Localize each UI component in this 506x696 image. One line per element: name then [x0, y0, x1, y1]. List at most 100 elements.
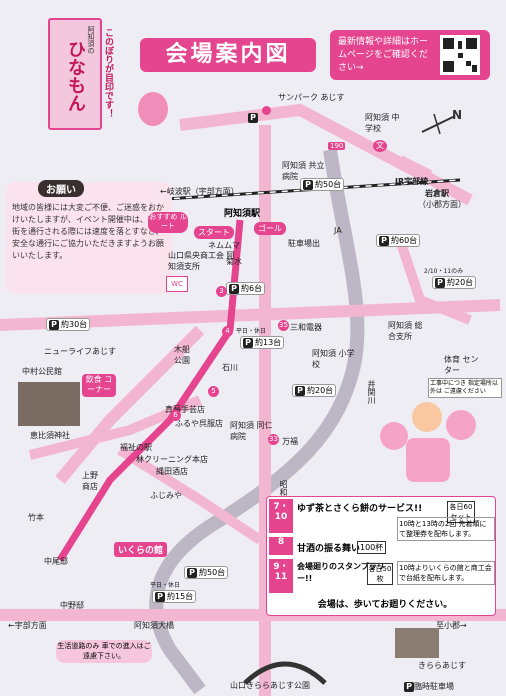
route-190-badge: 190 — [328, 142, 346, 150]
parking-capacity: 約6台 — [241, 284, 263, 293]
place-ueno: 上野 商店 — [82, 471, 98, 491]
banner-subtitle: 阿知須の — [87, 26, 95, 54]
parking-icon: P — [229, 283, 239, 294]
mascot — [138, 92, 168, 126]
notice-box: お願い 地域の皆様には大変ご不便、ご迷惑をおかけいたしますが、イベント開催中は、… — [6, 180, 172, 294]
event-1-title: ゆず茶とさくら餅のサービス!! — [297, 504, 423, 514]
place-fukushi: 福祉の駅 — [120, 443, 152, 452]
construction-note: 工事中につき 指定場所以外は ご遠慮ください — [428, 378, 502, 398]
route-marker: 5 — [208, 386, 219, 397]
parking-capacity: 約13台 — [255, 338, 282, 347]
notice-body: 地域の皆様には大変ご不便、ご迷惑をおかけいたしますが、イベント開催中は、商店街を… — [12, 203, 164, 260]
event-2-date: 8 — [269, 537, 293, 555]
parking-capacity: 約15台 — [167, 592, 194, 601]
parking-capacity: 約50台 — [199, 568, 226, 577]
events-box: 7・10 ゆず茶とさくら餅のサービス!! 各日60セット 10時と13時の2回 … — [266, 496, 496, 616]
parking-icon: P — [155, 591, 165, 602]
place-junior-high: 阿知須 中学校 — [365, 113, 400, 133]
place-kirara: きららあじす — [418, 661, 466, 670]
parking-icon: P — [49, 319, 59, 330]
place-ube-dir: ←宇部方面 — [8, 621, 47, 630]
place-es: 阿知須 小学校 — [312, 349, 355, 369]
street-showa: 昭和通 — [279, 480, 288, 504]
qr-code-icon[interactable] — [440, 35, 480, 75]
start-badge: スタート — [194, 226, 234, 239]
parking-capacity: 約60台 — [391, 236, 418, 245]
place-kiba: 木船 公園 — [174, 345, 190, 365]
route-marker: 4 — [222, 326, 233, 337]
parking-icon: P — [303, 179, 313, 190]
place-ogori-dir: 至小郡→ — [436, 621, 467, 630]
family-illustration — [376, 400, 486, 484]
place-parking-lot: 駐車場出 — [288, 239, 320, 248]
place-nakao: 中尾邸 — [44, 557, 68, 566]
place-takemoto: 竹本 — [28, 513, 44, 522]
place-sanwa: 三和電器 — [290, 323, 322, 332]
parking-capacity: 約50台 — [315, 180, 342, 189]
parking-note: 平日・休日 — [236, 328, 267, 335]
info-box: 最新情報や詳細はホームページをご確認ください→ — [330, 30, 490, 80]
event-3-desc: 10時よりいくらの館と商工会で台紙を配布します。 — [397, 561, 495, 585]
place-iwakura: 岩倉駅 — [425, 189, 449, 198]
sunpark-marker — [262, 106, 271, 115]
parking-icon: P — [295, 385, 305, 396]
place-ishikawa: 石川 — [222, 363, 238, 372]
place-sunpark: サンパーク あじす — [278, 93, 345, 102]
place-shokoukai: 山口県央商工会 阿知須支所 — [168, 251, 235, 271]
goal-badge: ゴール — [254, 222, 286, 235]
recommend-route-badge: おすすめ ルート — [148, 212, 188, 233]
info-text: 最新情報や詳細はホームページをご確認ください→ — [338, 37, 429, 73]
parking-icon: P — [187, 567, 197, 578]
kirara-photo — [395, 628, 439, 658]
place-manpuku: 万福 — [282, 437, 298, 446]
place-nakamura: 中村公民館 — [22, 367, 62, 376]
place-kikumizu: 菊水 — [226, 257, 242, 266]
place-ikura: いくらの館 — [114, 542, 168, 557]
walk-note: 会場は、歩いてお廻りください。 — [317, 600, 453, 610]
event-2-qty: 100杯 — [357, 541, 387, 554]
parking-icon: P — [243, 337, 253, 348]
nobori-banner: 阿知須の ひなもん — [48, 18, 102, 130]
map-title: 会場案内図 — [140, 38, 316, 72]
kirara-dome-icon — [243, 661, 327, 685]
event-1-date: 7・10 — [269, 499, 293, 533]
place-nemuma: ネムムマ — [208, 241, 240, 250]
parking-note: 2/10・11のみ — [424, 268, 464, 275]
notice-title: お願い — [38, 180, 84, 197]
river — [149, 148, 365, 695]
place-new-union: ニューライフあじす — [44, 347, 116, 356]
parking-capacity: 約20台 — [447, 278, 474, 287]
place-doctor: 阿知須 同仁病院 — [230, 421, 273, 441]
event-3-date: 9・11 — [269, 559, 293, 593]
place-shinkaki: 真藤手芸店 — [165, 405, 205, 414]
slogan: このぼりが目印です！ — [103, 28, 113, 118]
food-corner-badge: 飲食 コーナー — [82, 374, 116, 397]
river-name: 井関川 — [367, 380, 376, 404]
place-ohashi: 阿知須大橋 — [134, 621, 174, 630]
parking-capacity: 約30台 — [61, 320, 88, 329]
route-marker: 33 — [268, 434, 279, 445]
banner-title: ひなもん — [65, 40, 86, 112]
event-1-desc: 10時と13時の2回 先着順にて整理券を配布します。 — [397, 517, 495, 541]
event-3-qty: 各日50枚 — [367, 563, 393, 585]
place-jr-line: JR宇部線 — [395, 177, 429, 186]
wc-icon: WC — [166, 276, 188, 292]
north-arrow-icon — [421, 113, 456, 135]
parking-capacity: 約20台 — [307, 386, 334, 395]
parking-icon: P — [379, 235, 389, 246]
event-3-title: 会場廻りのスタンプラリー!! — [297, 562, 385, 583]
route-marker: 3 — [216, 286, 227, 297]
place-sogo: 阿知須 総合支所 — [388, 321, 423, 341]
place-station: 阿知須駅 — [224, 209, 261, 219]
